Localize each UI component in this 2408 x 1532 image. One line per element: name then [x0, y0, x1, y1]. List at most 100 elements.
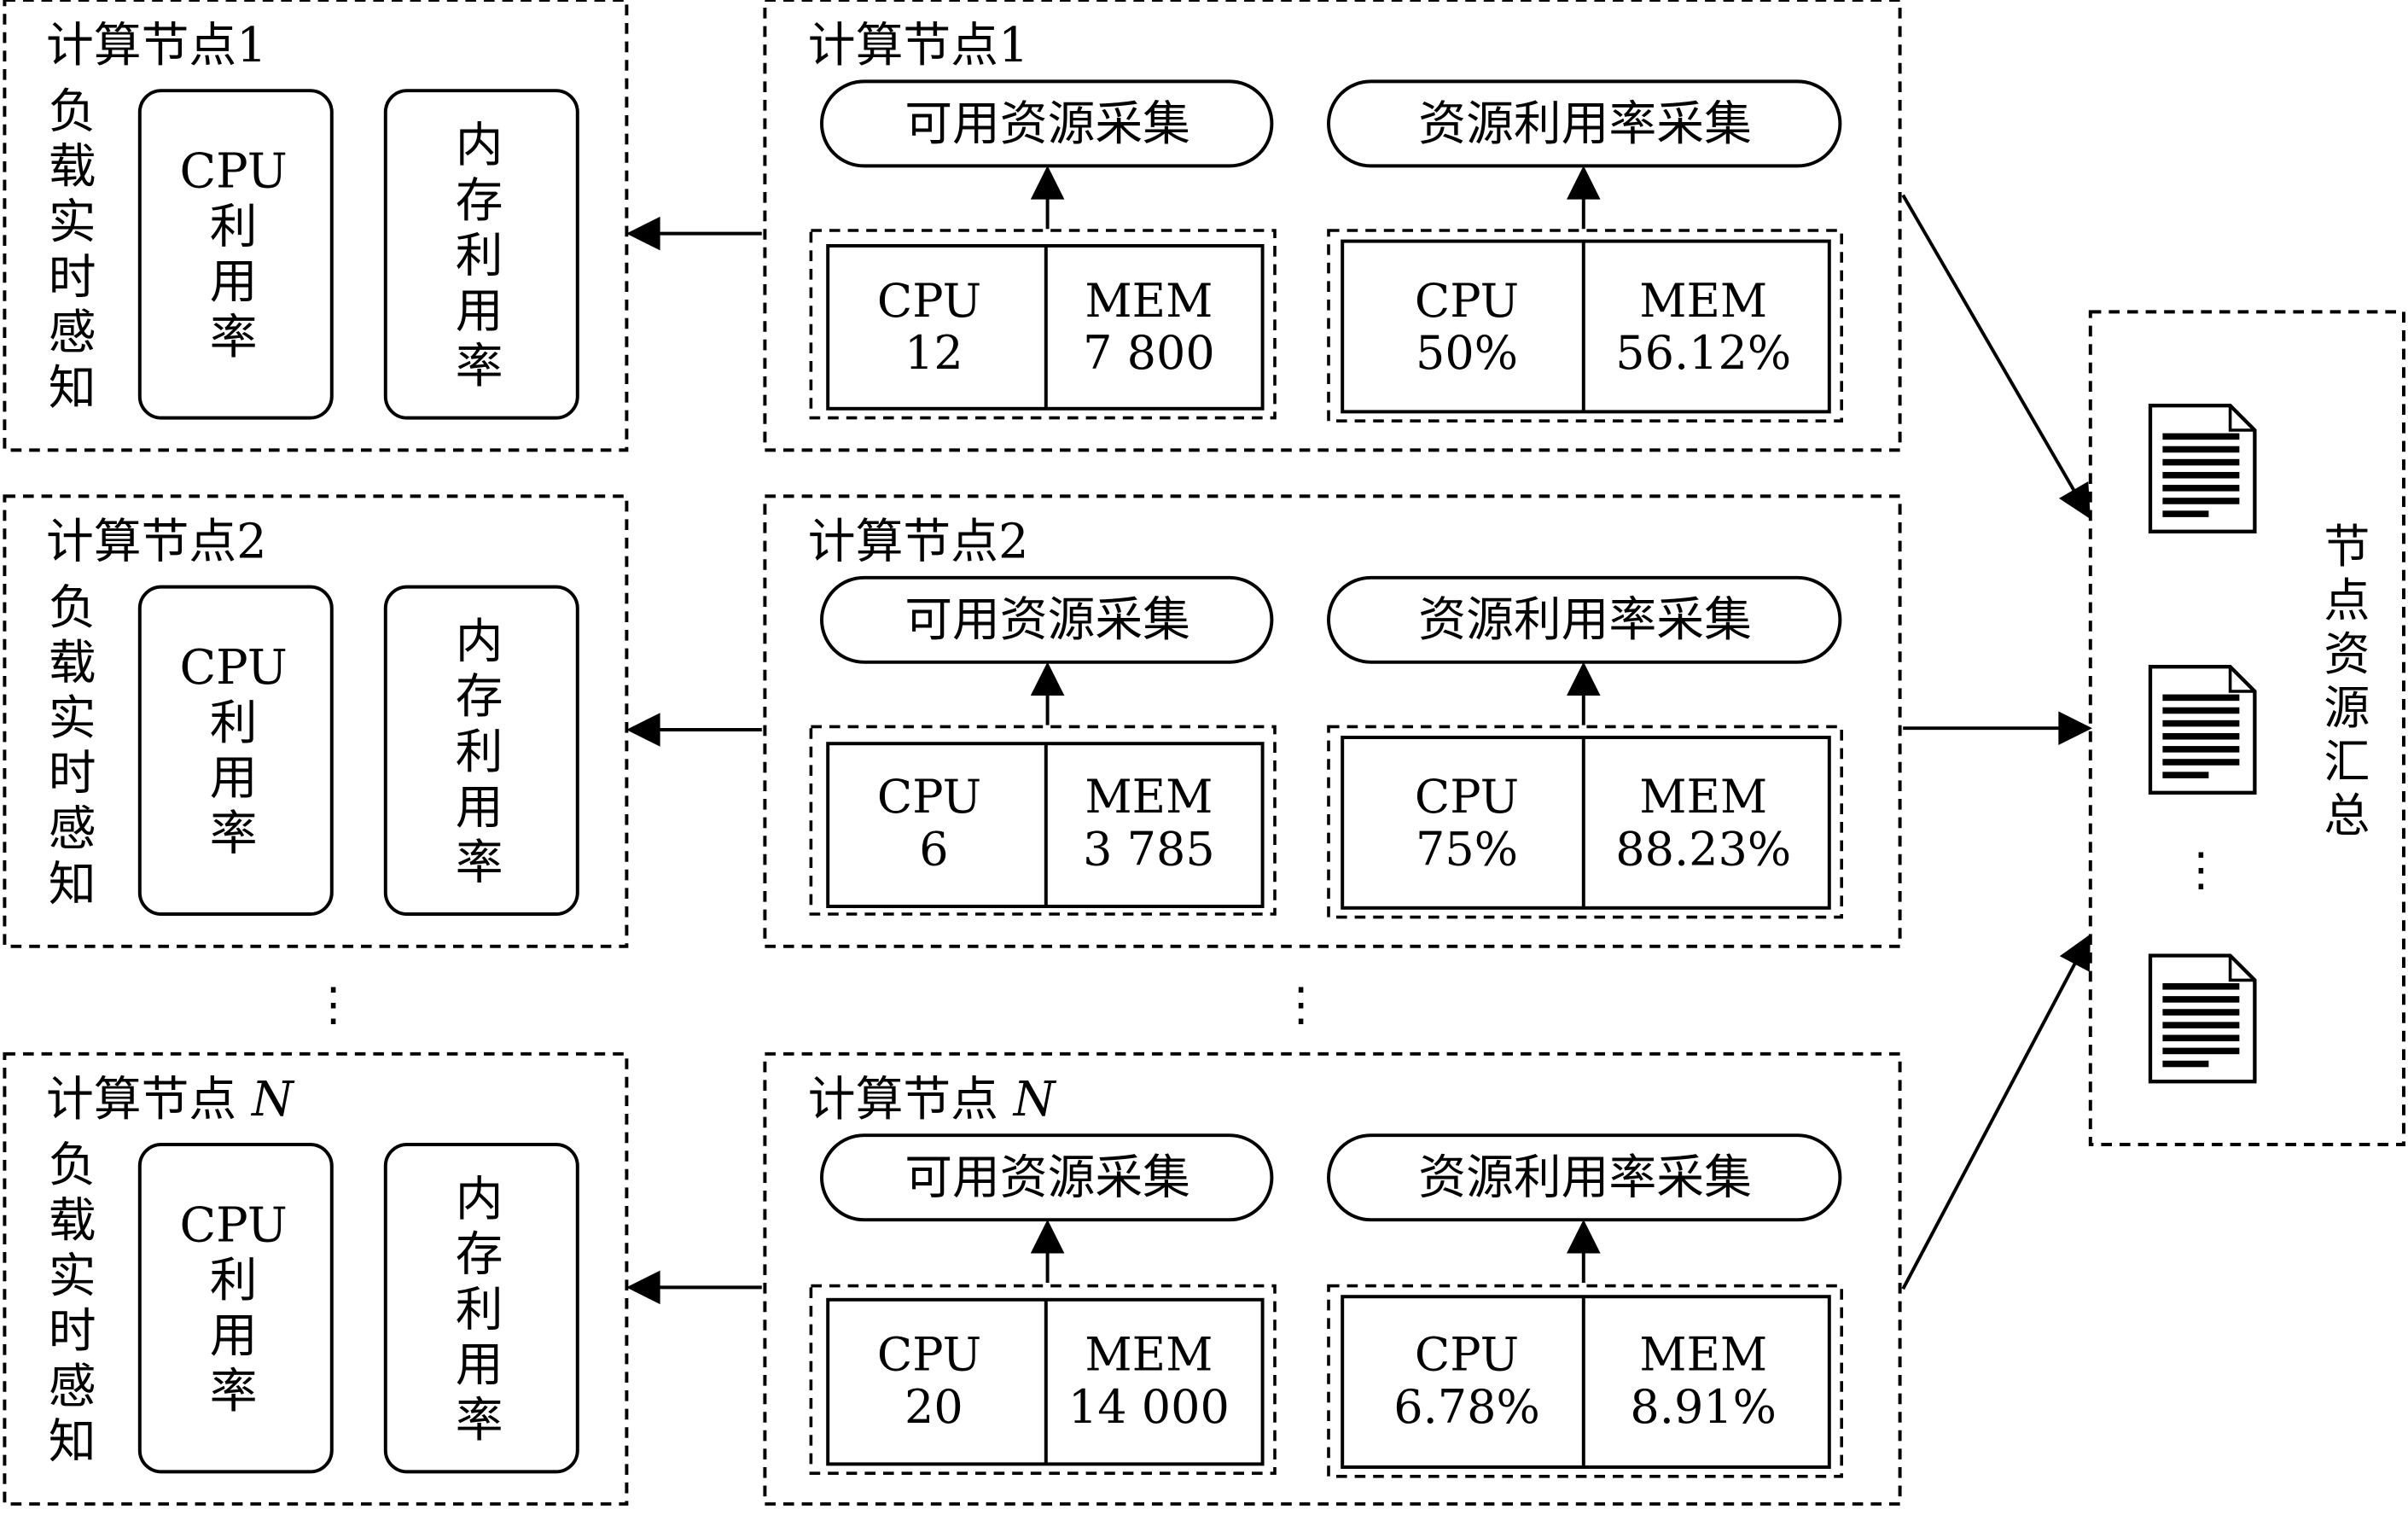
usage-mem-label: MEM — [1639, 1328, 1767, 1382]
available-resource-collection-pill: 可用资源采集 — [820, 79, 1274, 168]
right-node-title: 计算节点 N — [808, 1072, 1057, 1127]
memory-utilization-char: 用 — [456, 780, 503, 836]
cpu-utilization-char: 率 — [210, 310, 258, 365]
cpu-utilization-char: 利 — [210, 696, 258, 751]
usage-mem-value: 88.23% — [1615, 822, 1791, 876]
perception-char: 负 — [49, 84, 96, 139]
usage-mem-value: 8.91% — [1630, 1380, 1777, 1434]
memory-utilization-char: 利 — [456, 1282, 503, 1337]
available-cpu-label: CPU — [877, 274, 981, 328]
perception-char: 负 — [49, 1138, 96, 1193]
available-cpu-label: CPU — [877, 1328, 981, 1382]
memory-utilization-char: 存 — [456, 173, 503, 229]
available-mem-value: 14 000 — [1068, 1380, 1230, 1434]
left-node-title: 计算节点 N — [46, 1072, 295, 1127]
available-pill-label: 可用资源采集 — [904, 592, 1190, 648]
memory-utilization-char: 率 — [456, 1393, 503, 1448]
left-node-title-var: N — [250, 1072, 295, 1127]
cpu-utilization-char: CPU — [179, 1197, 287, 1253]
perception-char: 负 — [49, 580, 96, 636]
node-row-2: 计算节点2负载实时感知CPU利用率内存利用率计算节点2可用资源采集资源利用率采集… — [3, 494, 1902, 948]
usage-cpu-value: 75% — [1416, 822, 1518, 876]
summary-label-char: 汇 — [2324, 735, 2370, 789]
cpu-utilization-char: 用 — [210, 254, 258, 310]
usage-cpu-label: CPU — [1415, 1328, 1519, 1382]
usage-cpu-value: 50% — [1416, 326, 1518, 380]
cpu-utilization-char: 利 — [210, 199, 258, 254]
perception-char: 感 — [49, 801, 96, 857]
summary-label-char: 总 — [2324, 789, 2370, 842]
left-node-title: 计算节点1 — [46, 18, 267, 73]
memory-utilization-char: 用 — [456, 283, 503, 339]
memory-utilization-char: 利 — [456, 229, 503, 284]
perception-char: 感 — [49, 1359, 96, 1414]
usage-mem-label: MEM — [1639, 770, 1767, 824]
perception-char: 时 — [49, 746, 96, 801]
perception-char: 知 — [49, 360, 96, 416]
memory-utilization-char: 内 — [456, 614, 503, 669]
memory-utilization-char: 利 — [456, 725, 503, 780]
summary-label-char: 源 — [2324, 681, 2370, 735]
memory-utilization-char: 用 — [456, 1337, 503, 1393]
left-node-title: 计算节点2 — [46, 514, 267, 569]
cpu-utilization-char: CPU — [179, 640, 287, 696]
perception-char: 时 — [49, 1304, 96, 1360]
available-mem-label: MEM — [1085, 770, 1213, 824]
available-mem-label: MEM — [1085, 274, 1213, 328]
perception-char: 载 — [49, 1193, 96, 1249]
perception-char: 知 — [49, 857, 96, 912]
utilization-collection-pill: 资源利用率采集 — [1327, 1133, 1842, 1222]
usage-pill-label: 资源利用率采集 — [1418, 592, 1752, 648]
usage-pill-label: 资源利用率采集 — [1418, 96, 1752, 152]
cpu-utilization-char: 用 — [210, 751, 258, 807]
usage-cpu-value: 6.78% — [1393, 1380, 1540, 1434]
cpu-utilization-char: CPU — [179, 144, 287, 200]
usage-cpu-label: CPU — [1415, 770, 1519, 824]
cpu-utilization-char: 用 — [210, 1308, 258, 1364]
available-mem-value: 3 785 — [1083, 822, 1215, 876]
document-icon — [2148, 665, 2257, 795]
available-resource-collection-pill: 可用资源采集 — [820, 1133, 1274, 1222]
memory-utilization-char: 率 — [456, 836, 503, 891]
available-mem-value: 7 800 — [1083, 326, 1215, 380]
available-cpu-value: 12 — [904, 326, 963, 380]
usage-pill-label: 资源利用率采集 — [1418, 1150, 1752, 1206]
perception-char: 知 — [49, 1414, 96, 1470]
resource-collection-panel: 计算节点1可用资源采集资源利用率采集CPU12MEM7 800CPU50%MEM… — [763, 0, 1902, 452]
available-pill-label: 可用资源采集 — [904, 96, 1190, 152]
perception-char: 载 — [49, 139, 96, 195]
node-row-n: 计算节点 N负载实时感知CPU利用率内存利用率计算节点 N可用资源采集资源利用率… — [3, 1051, 1902, 1506]
arrow-noden-to-summary — [1901, 934, 2091, 1290]
perception-char: 实 — [49, 195, 96, 250]
available-cpu-value: 6 — [919, 822, 948, 876]
right-node-title: 计算节点2 — [808, 514, 1029, 569]
perception-char: 载 — [49, 636, 96, 691]
usage-cpu-label: CPU — [1415, 274, 1519, 328]
right-node-title: 计算节点1 — [808, 18, 1029, 73]
summary-label-char: 点 — [2324, 574, 2370, 627]
utilization-collection-pill: 资源利用率采集 — [1327, 575, 1842, 664]
memory-utilization-char: 内 — [456, 118, 503, 173]
ellipsis-middle: ⋮ — [1278, 977, 1324, 1031]
utilization-collection-pill: 资源利用率采集 — [1327, 79, 1842, 168]
perception-char: 实 — [49, 1249, 96, 1304]
memory-utilization-char: 率 — [456, 339, 503, 394]
